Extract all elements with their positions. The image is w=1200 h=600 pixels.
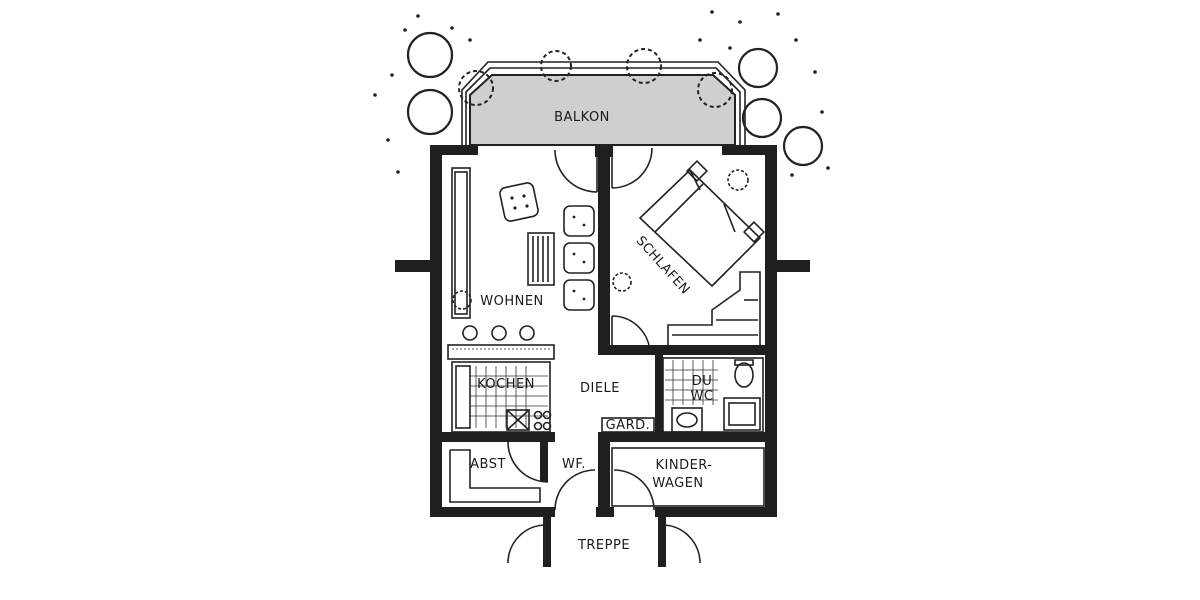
label-kochen: KOCHEN xyxy=(477,377,535,392)
label-wohnen: WOHNEN xyxy=(480,294,544,309)
tree-icon xyxy=(406,88,454,136)
bedroom-plant-icon xyxy=(612,272,632,292)
exterior-walls xyxy=(395,145,810,567)
bed xyxy=(638,159,766,288)
label-schlafen: SCHLAFEN xyxy=(633,234,693,298)
label-wc: WC xyxy=(691,389,714,404)
tree-icon xyxy=(737,47,779,89)
shrub-icon xyxy=(626,48,662,84)
shrub-icon xyxy=(697,72,733,108)
stroller-room-outline xyxy=(611,447,765,507)
tree-icon xyxy=(406,31,454,79)
door-swings xyxy=(507,147,701,564)
label-balkon: BALKON xyxy=(554,110,610,125)
label-diele: DIELE xyxy=(580,381,620,396)
balcony xyxy=(461,61,746,150)
label-gard: GARD. xyxy=(606,418,651,433)
wohnen-furniture xyxy=(447,167,595,360)
bedroom-corner-plant-icon xyxy=(727,169,749,191)
shrub-icon xyxy=(540,50,572,82)
wardrobe xyxy=(667,271,761,345)
label-wf: WF. xyxy=(562,457,586,472)
tree-icon xyxy=(782,125,824,167)
landscaping xyxy=(373,10,830,177)
storage-shelf xyxy=(449,449,541,503)
kitchen xyxy=(451,361,552,433)
garderobe xyxy=(601,417,655,433)
tree-icon xyxy=(741,97,783,139)
shrub-icon xyxy=(458,70,494,106)
bathroom xyxy=(662,357,764,433)
interior-walls xyxy=(440,145,766,510)
label-abst: ABST xyxy=(470,457,506,472)
label-du: DU xyxy=(692,374,713,389)
label-treppe: TREPPE xyxy=(577,538,630,553)
label-kinder: KINDER- xyxy=(655,458,712,473)
label-wagen: WAGEN xyxy=(652,476,703,491)
